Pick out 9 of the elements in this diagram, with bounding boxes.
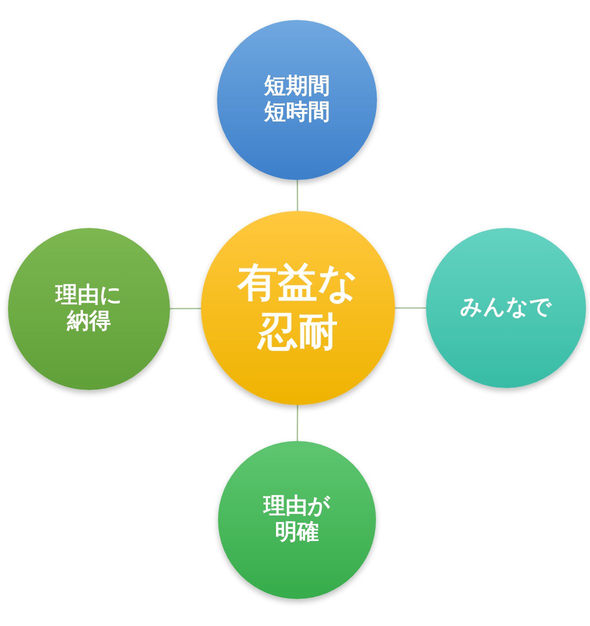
connector-line [170, 308, 201, 310]
node-label: 理由が明確 [262, 494, 332, 546]
connector-line [395, 307, 426, 309]
node-label: 短期間短時間 [262, 74, 331, 126]
node-label: みんなで [460, 294, 552, 322]
connector-line [296, 180, 298, 211]
connector-line [296, 405, 298, 441]
node-label: 理由に納得 [54, 282, 124, 336]
node-label: 有益な忍耐 [236, 259, 360, 357]
